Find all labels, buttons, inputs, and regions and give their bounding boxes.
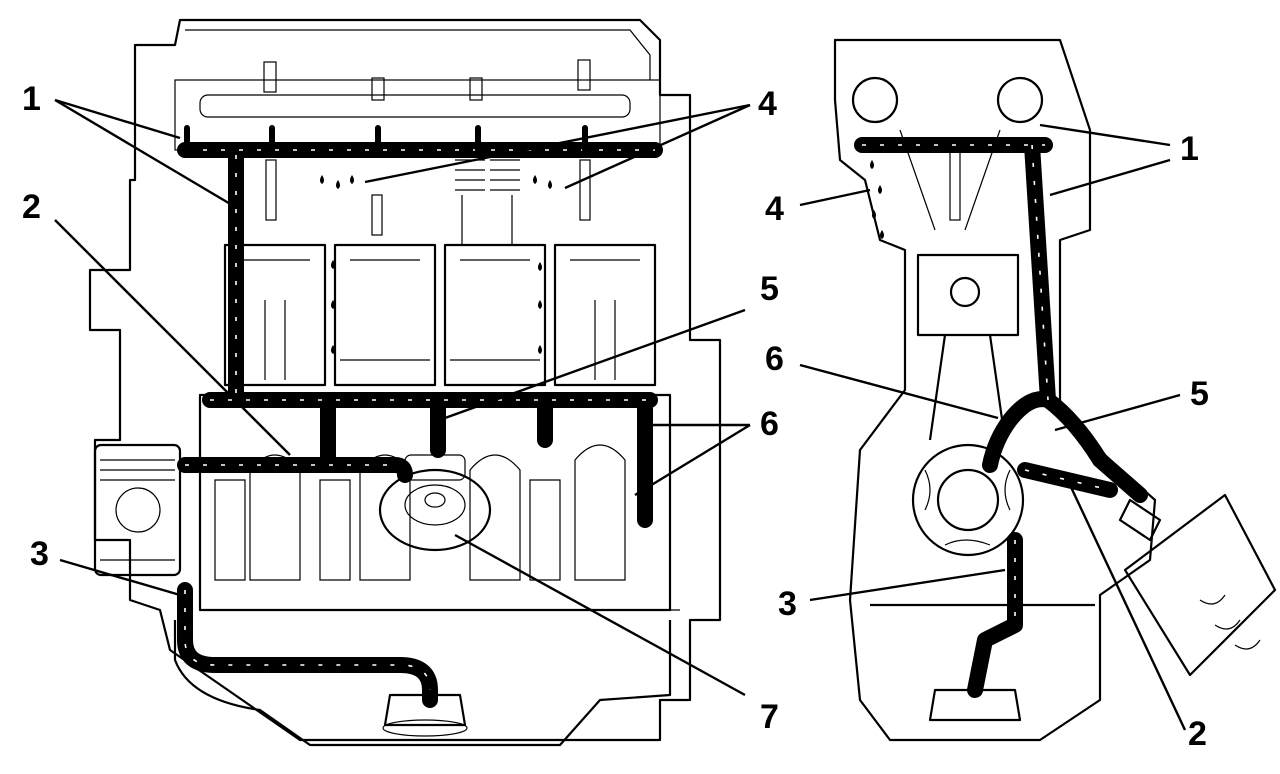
leader-lines-right: [799, 123, 1187, 731]
callout-3-right: 3: [778, 585, 797, 623]
callout-4-left: 4: [758, 85, 777, 123]
oil-galleries: [177, 125, 663, 708]
oil-pan: [173, 620, 672, 747]
crank-pulley: [93, 443, 182, 577]
callout-5-left: 5: [760, 270, 779, 308]
callout-3-left: 3: [30, 535, 49, 573]
callout-6-right: 6: [765, 340, 784, 378]
callout-1-left: 1: [22, 80, 41, 118]
callout-6-left: 6: [760, 405, 779, 443]
callout-4-right: 4: [765, 190, 784, 228]
exhaust-camshaft: [996, 76, 1044, 124]
oil-galleries-side: [854, 137, 1148, 698]
connecting-rod: [928, 334, 1007, 441]
piston-3: [443, 243, 547, 387]
callout-2-right: 2: [1188, 715, 1207, 753]
side-section-view: [799, 38, 1277, 742]
cylinders: [223, 243, 657, 387]
oil-strainer-side: [928, 688, 1022, 722]
piston-2: [333, 243, 437, 387]
spark-plug: [949, 149, 961, 221]
callout-labels-right: 1 4 6 5 3 2: [765, 130, 1209, 753]
callout-labels-left: 1 2 3 4 5 6 7: [22, 80, 779, 736]
oil-drop-icon: [320, 175, 552, 354]
intake-camshaft: [851, 76, 899, 124]
piston: [916, 253, 1020, 337]
piston-4: [553, 243, 657, 387]
oil-drop-icon: [870, 160, 884, 239]
callout-5-right: 5: [1190, 375, 1209, 413]
engine-block-outline: [88, 18, 722, 742]
callout-1-right: 1: [1180, 130, 1199, 168]
piston-1: [223, 243, 327, 387]
engine-side-outline: [833, 38, 1157, 742]
front-section-view: [54, 18, 751, 747]
callout-7-left: 7: [760, 698, 779, 736]
camshaft: [199, 94, 631, 118]
spark-plugs: [263, 59, 591, 236]
valve-springs: [455, 159, 520, 245]
crank-and-pump: [911, 443, 1025, 557]
leader-lines-left: [54, 98, 751, 697]
callout-2-left: 2: [22, 188, 41, 226]
oil-filter: [1118, 493, 1277, 677]
